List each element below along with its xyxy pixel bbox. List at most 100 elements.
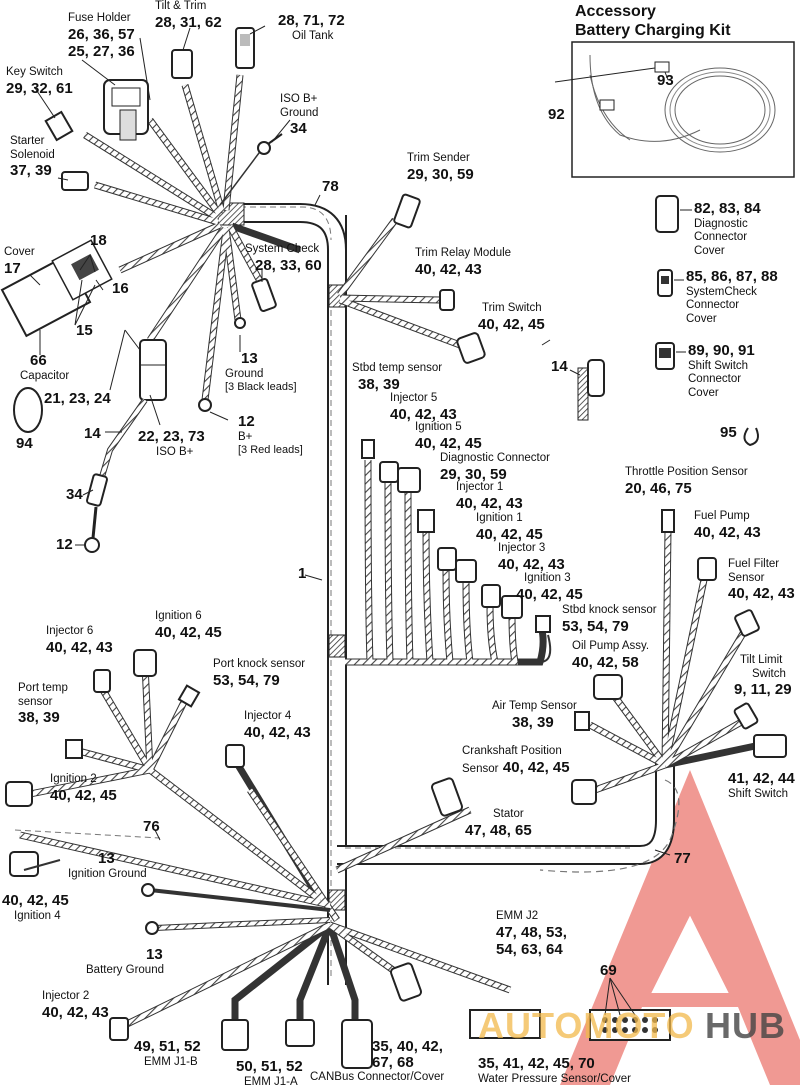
bottom-fan xyxy=(109,921,671,1069)
callout-numbers: 47, 48, 53, xyxy=(496,923,567,941)
shift-cover-shape xyxy=(655,342,686,370)
callout-name: Trim Switch xyxy=(482,302,542,314)
callout-name-3: Cover xyxy=(686,312,717,325)
callout-fuel-pump: Fuel Pump 40, 42, 43 xyxy=(694,510,761,541)
callout-name: Tilt Limit xyxy=(740,654,783,666)
callout-numbers: 38, 39 xyxy=(18,709,60,727)
callout-stbd-knock-sensor: Stbd knock sensor 53, 54, 79 xyxy=(562,604,657,635)
hose-clamp xyxy=(13,387,43,433)
callout-name: Port knock sensor xyxy=(213,658,306,670)
callout-numbers: 40, 42, 43 xyxy=(728,585,795,603)
ref-77: 77 xyxy=(674,850,691,867)
b-plus-terminal xyxy=(198,398,212,412)
ref-21-23-24: 21, 23, 24 xyxy=(44,390,111,407)
callout-name-2: Connector xyxy=(686,299,740,312)
callout-throttle-position-sensor: Throttle Position Sensor 20, 46, 75 xyxy=(625,466,748,497)
callout-numbers: 53, 54, 79 xyxy=(562,617,629,635)
ref-78: 78 xyxy=(322,178,339,195)
callout-numbers-2: 25, 27, 36 xyxy=(68,43,135,61)
callout-key-switch: Key Switch 29, 32, 61 xyxy=(6,66,73,97)
callout-injector-6: Injector 6 40, 42, 43 xyxy=(46,625,113,656)
callout-numbers: 40, 42, 43 xyxy=(244,723,311,741)
callout-name: ISO B+ xyxy=(156,445,194,458)
system-check-connector xyxy=(251,278,277,312)
callout-name: Ignition 5 xyxy=(415,421,462,433)
callout-fuel-filter-sensor: Fuel Filter Sensor 40, 42, 43 xyxy=(728,558,795,603)
callout-b-plus: 12 B+ [3 Red leads] xyxy=(238,413,303,457)
callout-name: Ground xyxy=(225,367,264,380)
callout-numbers: 40, 42, 45 xyxy=(50,786,117,804)
kit-title-line1: Accessory xyxy=(575,3,656,20)
callout-ignition-4: 40, 42, 45 Ignition 4 xyxy=(2,892,69,923)
callout-name: Fuel Filter xyxy=(728,558,780,570)
ref-14b: 14 xyxy=(551,358,568,375)
callout-sub: [3 Red leads] xyxy=(238,444,303,457)
callout-name: Diagnostic xyxy=(694,217,748,230)
watermark-text-hub: HUB xyxy=(705,1005,786,1046)
cover-assembly xyxy=(0,239,113,338)
callout-numbers: 38, 39 xyxy=(358,375,400,393)
callout-name: EMM J2 xyxy=(496,910,539,922)
callout-name: Ignition 3 xyxy=(524,572,571,584)
oil-tank-connector xyxy=(235,27,255,69)
callout-name: Battery Ground xyxy=(86,963,164,976)
callout-emm-j2: EMM J2 47, 48, 53, 54, 63, 64 xyxy=(496,910,567,959)
callout-name: ISO B+ xyxy=(280,93,318,105)
callout-name: Ignition 6 xyxy=(155,610,202,622)
leader-lines xyxy=(154,67,671,856)
callout-ignition-6: Ignition 6 40, 42, 45 xyxy=(155,610,222,641)
callout-name: Throttle Position Sensor xyxy=(625,466,748,478)
callout-name-2: Connector xyxy=(694,231,748,244)
callout-numbers: 26, 36, 57 xyxy=(68,25,135,43)
callout-emm-j1-b: 49, 51, 52 EMM J1-B xyxy=(134,1038,201,1069)
callout-numbers: 29, 30, 59 xyxy=(440,465,507,483)
clip-95 xyxy=(743,427,759,447)
callout-oil-pump-assy: Oil Pump Assy. 40, 42, 58 xyxy=(572,640,649,671)
systemcheck-cover-shape xyxy=(657,269,684,297)
callout-trim-switch: Trim Switch 40, 42, 45 xyxy=(478,302,545,333)
callout-ignition-1: Ignition 1 40, 42, 45 xyxy=(476,512,543,543)
callout-numbers: 66 xyxy=(30,352,47,369)
callout-numbers: 40, 42, 43 xyxy=(498,555,565,573)
callout-system-check: System Check 28, 33, 60 xyxy=(245,243,322,274)
callout-numbers: 37, 39 xyxy=(10,162,52,180)
callout-name: B+ xyxy=(238,430,253,443)
callout-numbers: 40, 42, 45 xyxy=(415,434,482,452)
callout-numbers: 40, 42, 43 xyxy=(415,260,482,278)
kit-title: Accessory Battery Charging Kit xyxy=(575,2,731,40)
callout-name: Oil Pump Assy. xyxy=(572,640,650,652)
callout-numbers: 40, 42, 45 xyxy=(155,623,222,641)
callout-ignition-5: Ignition 5 40, 42, 45 xyxy=(415,421,482,452)
callout-numbers: 50, 51, 52 xyxy=(236,1058,303,1075)
callout-cover: Cover 17 xyxy=(4,246,35,277)
grommet-clip xyxy=(569,359,605,421)
callout-port-knock-sensor: Port knock sensor 53, 54, 79 xyxy=(213,658,305,689)
callout-name-2: Sensor xyxy=(728,571,765,584)
callout-numbers: 40, 42, 43 xyxy=(694,523,761,541)
callout-numbers: 53, 54, 79 xyxy=(213,671,280,689)
callout-name-2: Connector xyxy=(688,373,742,386)
ref-18: 18 xyxy=(90,232,107,249)
main-harness-trunk xyxy=(230,203,680,985)
starter-solenoid-connector xyxy=(61,171,89,191)
callout-numbers: 9, 11, 29 xyxy=(734,681,792,699)
callout-injector-1: Injector 1 40, 42, 43 xyxy=(456,481,523,512)
callout-tilt-trim: Tilt & Trim 28, 31, 62 xyxy=(155,0,222,31)
callout-name-2: sensor xyxy=(18,695,53,708)
callout-shift-switch: 41, 42, 44 Shift Switch xyxy=(728,770,795,801)
callout-name: Injector 3 xyxy=(498,542,546,554)
callout-numbers: 35, 41, 42, 45, 70 xyxy=(478,1055,595,1072)
callout-name: Shift Switch xyxy=(688,359,749,372)
watermark-text-automoto: AUTOMOTO xyxy=(478,1005,695,1046)
callout-name: Fuse Holder xyxy=(68,12,131,24)
callout-name: CANBus Connector/Cover xyxy=(310,1071,445,1084)
right-sensor-fan xyxy=(335,509,787,874)
ref-12b: 12 xyxy=(56,536,73,553)
callout-name: Injector 5 xyxy=(390,392,438,404)
callout-name: Key Switch xyxy=(6,66,63,78)
callout-injector-2: Injector 2 40, 42, 43 xyxy=(42,990,109,1021)
callout-ignition-3: Ignition 3 40, 42, 45 xyxy=(516,572,583,603)
callout-name: Fuel Pump xyxy=(694,510,750,522)
callout-name: Ignition 2 xyxy=(50,773,97,785)
